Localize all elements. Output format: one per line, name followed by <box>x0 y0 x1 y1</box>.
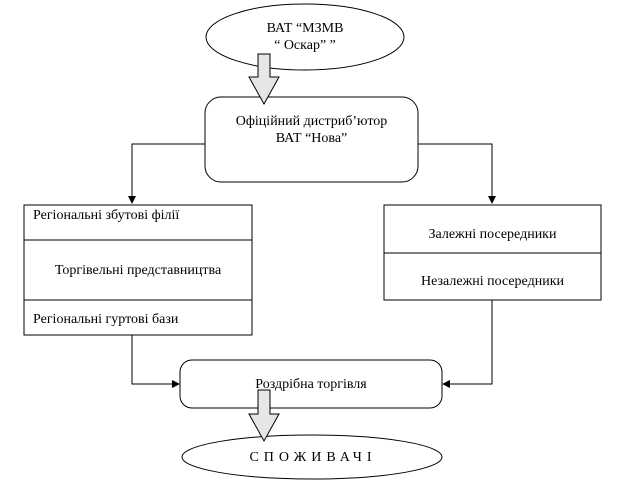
distributor-label: Офіційний дистриб’ютор ВАТ “Нова” <box>205 113 418 147</box>
source-label: ВАТ “МЗМВ “ Оскар” ” <box>206 20 404 54</box>
connector-distributor-to-right <box>418 143 493 203</box>
connector-left-to-retail <box>131 335 178 385</box>
left-group-item-1: Регіональні збутові філії <box>33 208 180 223</box>
right-group-box <box>383 204 602 301</box>
consumers-ellipse <box>181 434 443 480</box>
connector-distributor-to-left <box>131 143 205 203</box>
right-group-item-2: Незалежні посередники <box>421 274 564 289</box>
block-arrow-source-to-distributor <box>248 53 280 106</box>
connector-right-to-retail <box>444 300 493 385</box>
block-arrow-retail-to-consumers <box>248 389 280 443</box>
arrowhead-right-group <box>488 196 496 204</box>
right-group-item-1: Залежні посередники <box>428 227 557 242</box>
arrowhead-retail-right <box>442 380 450 388</box>
retail-label: Роздрібна торгівля <box>255 377 367 392</box>
left-group-item-2: Торгівельні представництва <box>54 263 222 278</box>
source-ellipse <box>205 3 405 71</box>
source-label-line2: “ Оскар” ” <box>274 38 336 53</box>
source-label-line1: ВАТ “МЗМВ <box>266 21 344 36</box>
left-group-box <box>23 204 253 336</box>
arrowhead-retail-left <box>172 380 180 388</box>
distributor-label-line1: Офіційний дистриб’ютор <box>235 114 388 129</box>
arrowhead-left-group <box>128 196 136 204</box>
consumers-label: СПОЖИВАЧІ <box>249 450 377 465</box>
distributor-label-line2: ВАТ “Нова” <box>275 131 348 146</box>
distributor-box <box>204 96 419 183</box>
left-group-item-3: Регіональні гуртові бази <box>33 312 179 327</box>
